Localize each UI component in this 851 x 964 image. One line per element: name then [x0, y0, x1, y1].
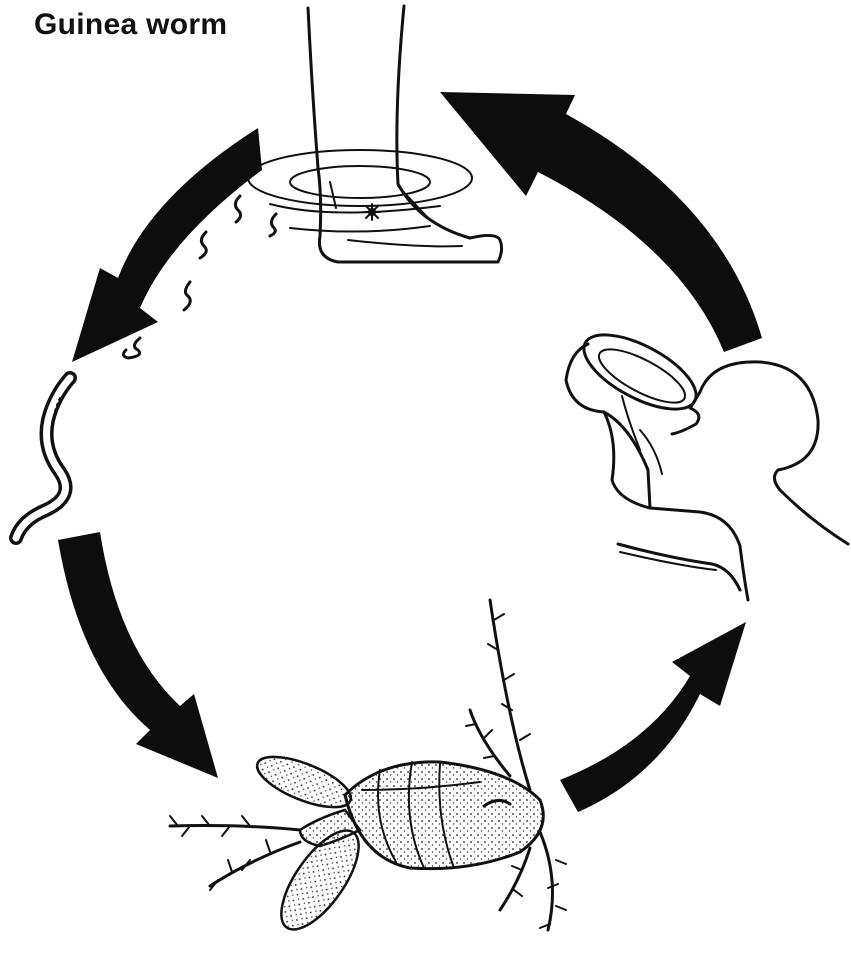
- arrow-copepod-to-drink: [560, 622, 746, 812]
- arrow-drink-to-leg: [440, 92, 762, 352]
- copepod-setae: [170, 600, 566, 930]
- person-drinking-icon: [566, 320, 848, 600]
- leg-in-water-icon: [248, 6, 502, 262]
- blister-icon: [364, 204, 380, 220]
- worm-larva-icon: [16, 378, 70, 538]
- copepod-icon: [170, 600, 566, 941]
- arrow-leg-to-larvae: [72, 128, 262, 362]
- arrow-larva-to-copepod: [58, 532, 218, 778]
